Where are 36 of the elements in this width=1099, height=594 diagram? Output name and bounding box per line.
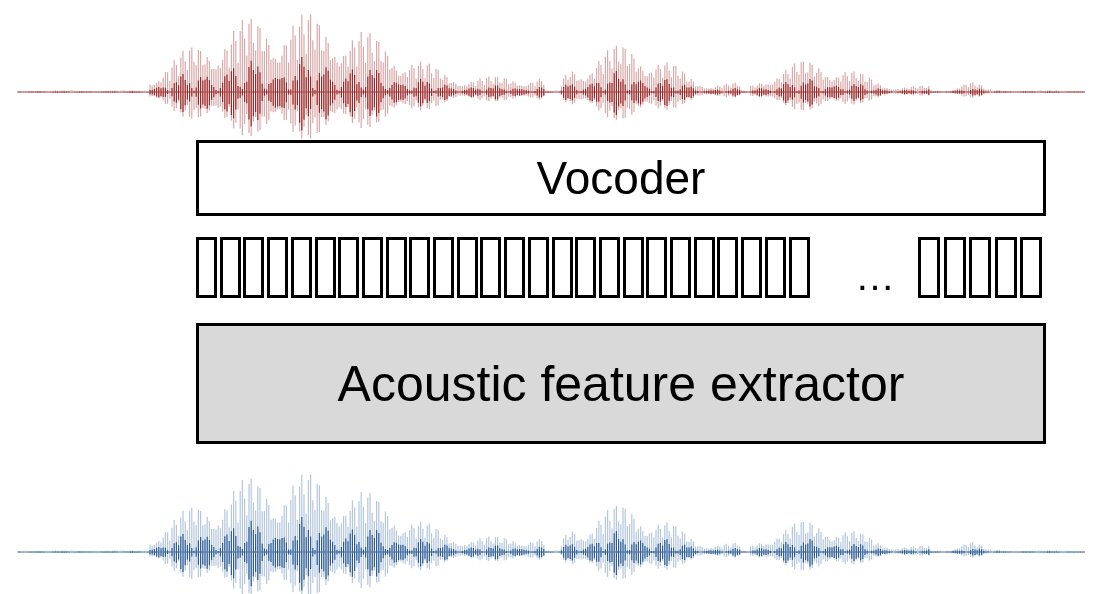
feature-frame [480, 237, 502, 298]
feature-frame [551, 237, 573, 298]
feature-frame [314, 237, 336, 298]
feature-frame [196, 237, 217, 298]
feature-frame [969, 237, 992, 298]
ellipsis: … [855, 256, 895, 296]
feature-frame [717, 237, 739, 298]
process-box [196, 323, 1046, 444]
feature-frame [741, 237, 763, 298]
feature-frame [361, 237, 383, 298]
feature-frame [527, 237, 549, 298]
feature-frame [267, 237, 289, 298]
feature-frame [646, 237, 668, 298]
feature-frame [409, 237, 431, 298]
feature-frame [788, 237, 810, 298]
feature-frame [219, 237, 241, 298]
feature-frame [918, 237, 940, 298]
feature-frame [290, 237, 312, 298]
box-label: Vocoder [536, 151, 706, 205]
feature-frame [670, 237, 691, 298]
feature-frame [456, 237, 478, 298]
feature-frame [433, 237, 454, 298]
feature-frame [693, 237, 715, 298]
feature-frame [385, 237, 407, 298]
feature-frame [622, 237, 644, 298]
feature-frame [504, 237, 526, 298]
feature-frame [243, 237, 265, 298]
feature-frame [994, 237, 1017, 298]
feature-frame [943, 237, 966, 298]
feature-frame [1020, 237, 1043, 298]
process-box [196, 140, 1046, 216]
box-label: Acoustic feature extractor [337, 354, 905, 413]
feature-frame [338, 237, 360, 298]
feature-frame [575, 237, 597, 298]
feature-frame [764, 237, 786, 298]
feature-frame [598, 237, 620, 298]
